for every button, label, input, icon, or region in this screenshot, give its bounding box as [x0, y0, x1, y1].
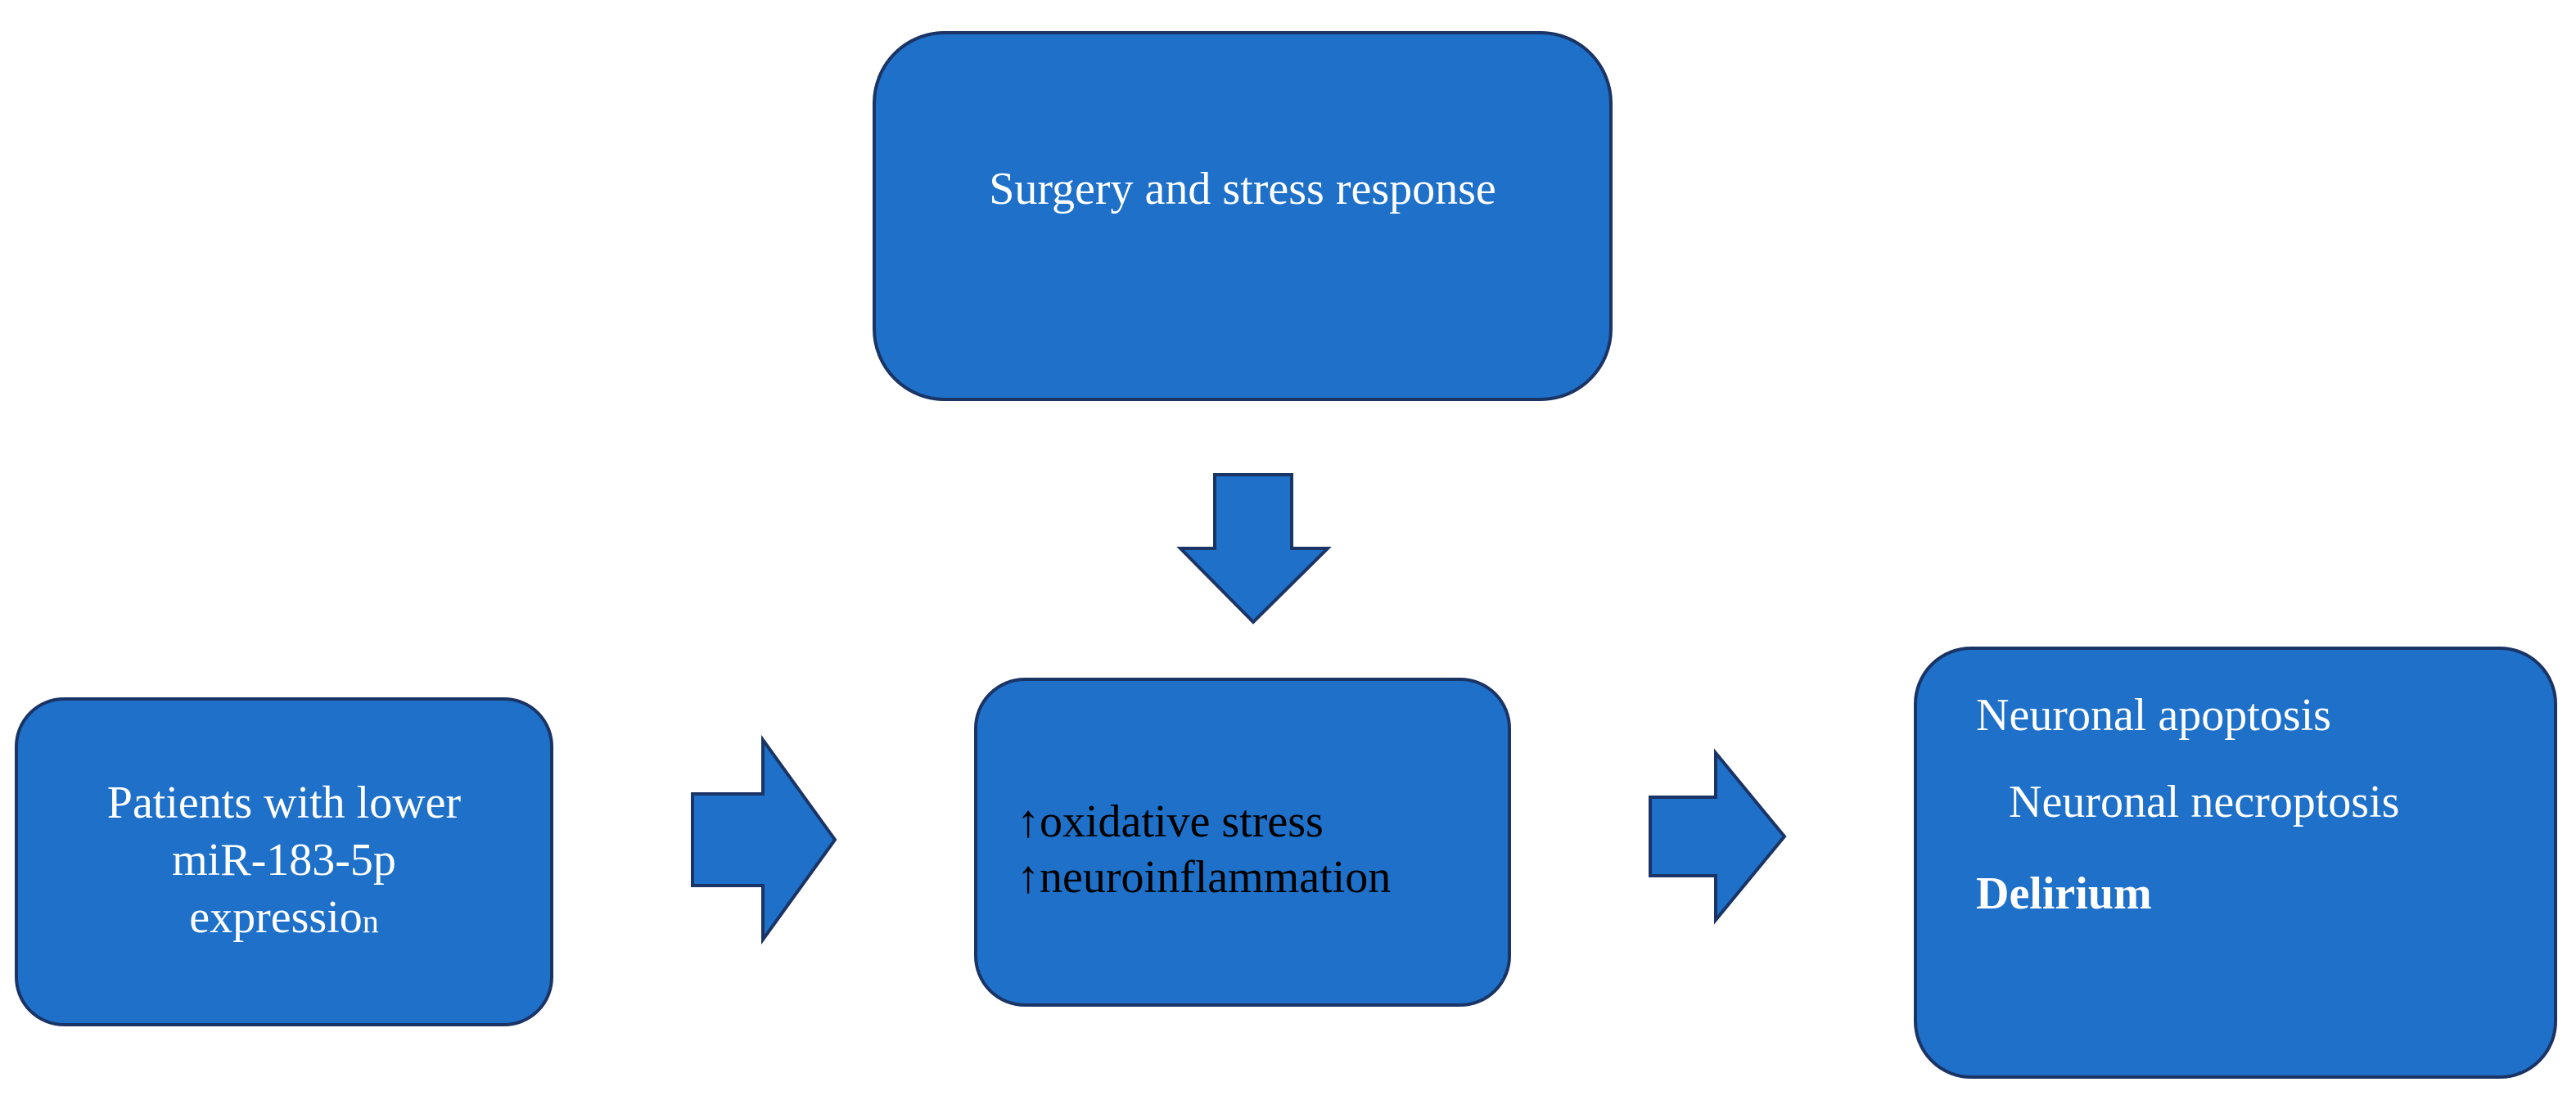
- patients-box: Patients with lower miR-183-5p expressio…: [15, 697, 553, 1026]
- oxidative-inflammation-box: ↑oxidative stress ↑neuroinflammation: [974, 678, 1511, 1007]
- oxidative-stress-label: ↑oxidative stress: [1017, 796, 1324, 847]
- right-arrow-icon-1: [691, 734, 837, 945]
- surgery-stress-label: Surgery and stress response: [989, 164, 1496, 214]
- neuronal-necroptosis-label: Neuronal necroptosis: [2009, 777, 2400, 827]
- neuroinflammation-label: ↑neuroinflammation: [1017, 852, 1392, 903]
- neuronal-apoptosis-label: Neuronal apoptosis: [1976, 690, 2331, 741]
- surgery-stress-box: Surgery and stress response: [873, 31, 1613, 401]
- patients-line-3: expression: [189, 889, 379, 950]
- patients-line-1: Patients with lower: [106, 777, 462, 828]
- delirium-label: Delirium: [1976, 868, 2152, 919]
- patients-line-2: miR-183-5p: [172, 834, 396, 886]
- patients-line-3-sub: n: [362, 902, 379, 940]
- down-arrow-icon: [1176, 473, 1332, 624]
- right-arrow-icon-2: [1649, 748, 1787, 925]
- patients-line-3-main: expressio: [189, 891, 363, 943]
- outcome-box: Neuronal apoptosis Neuronal necroptosis …: [1914, 647, 2557, 1079]
